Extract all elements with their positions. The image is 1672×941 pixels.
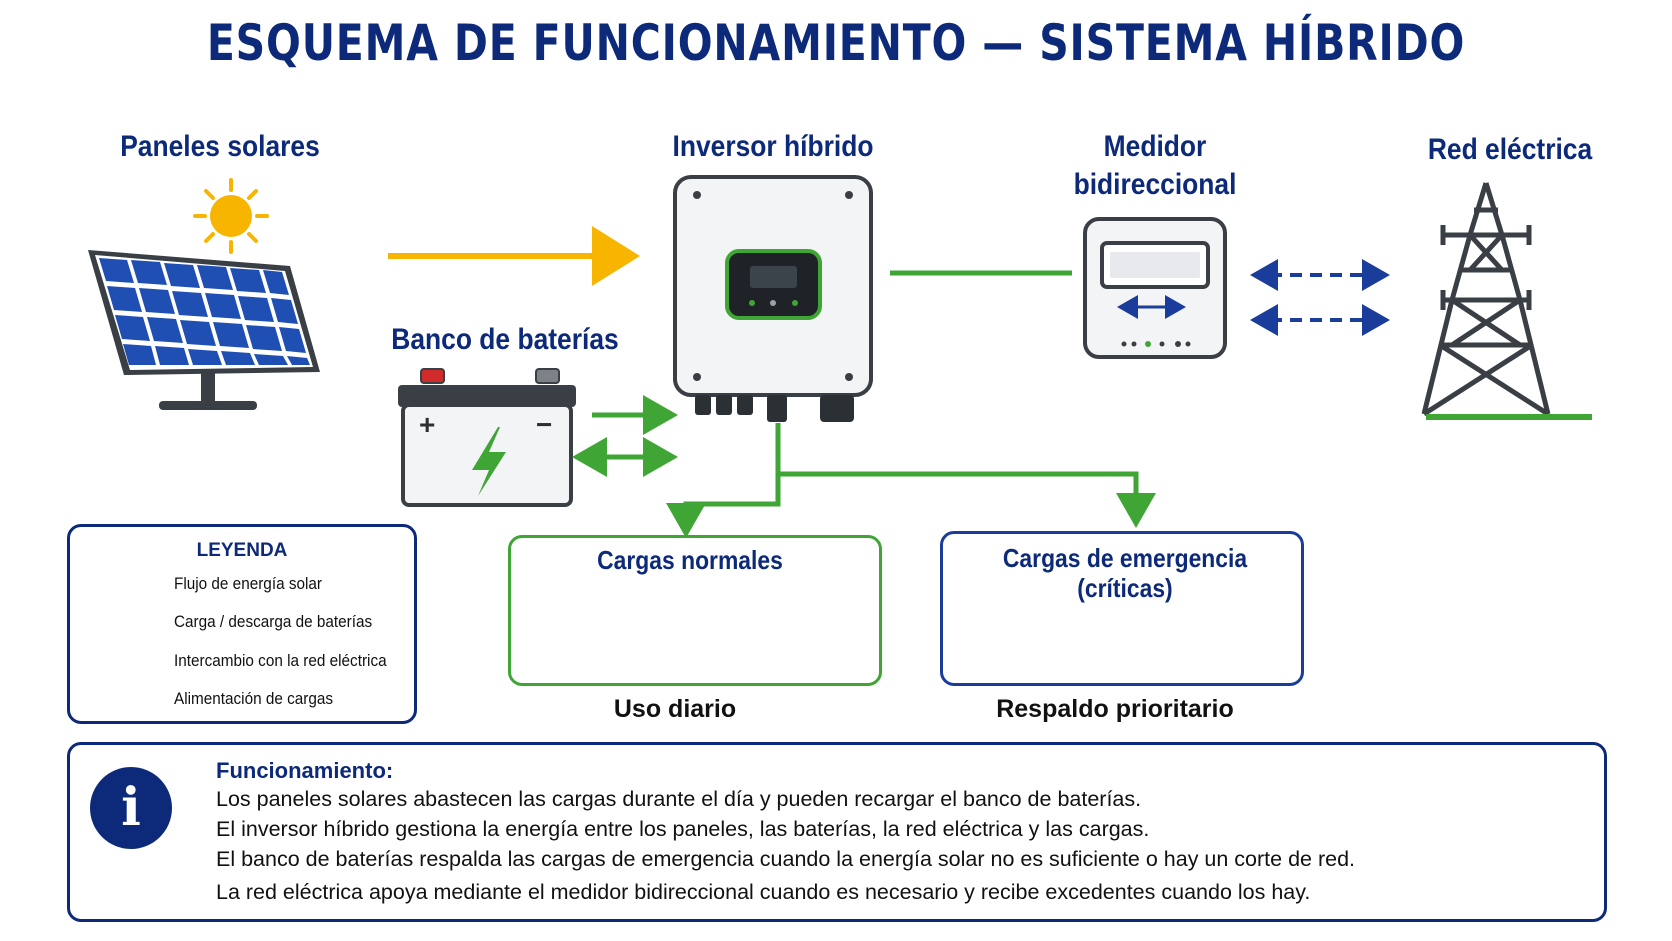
legend-item-solar: Flujo de energía solar — [174, 574, 322, 593]
info-icon: i — [90, 767, 172, 849]
info-line-4: La red eléctrica apoya mediante el medid… — [216, 880, 1311, 904]
normal-loads-box — [508, 535, 882, 686]
inverter-label: Inversor híbrido — [672, 130, 874, 163]
info-line-1: Los paneles solares abastecen las cargas… — [216, 787, 1142, 811]
meter-label-line1: Medidor — [1103, 130, 1207, 163]
battery-arrows — [572, 395, 678, 477]
emergency-loads-title-line2: (críticas) — [1077, 573, 1173, 603]
battery-icon — [398, 368, 576, 507]
legend-item-battery: Carga / descarga de baterías — [174, 612, 373, 631]
grid-exchange-arrows — [1250, 259, 1390, 336]
legend-box — [67, 524, 417, 724]
legend-title: LEYENDA — [196, 540, 288, 561]
sun-icon — [193, 178, 269, 254]
page-title: ESQUEMA DE FUNCIONAMIENTO — SISTEMA HÍBR… — [206, 14, 1466, 72]
transmission-tower-icon — [1421, 182, 1551, 417]
solar-panel-icon — [88, 250, 320, 410]
solar-label: Paneles solares — [120, 130, 320, 163]
load-feed-lines — [666, 423, 1156, 538]
inverter-icon — [673, 175, 873, 422]
meter-label-line2: bidireccional — [1073, 168, 1237, 201]
meter-icon — [1083, 217, 1227, 359]
info-box — [67, 742, 1607, 922]
battery-minus-sign: − — [536, 409, 553, 440]
info-line-2: El inversor híbrido gestiona la energía … — [216, 817, 1150, 841]
info-icon-glyph: i — [121, 777, 141, 838]
battery-label: Banco de baterías — [391, 323, 619, 356]
legend-item-loads: Alimentación de cargas — [174, 689, 334, 708]
legend-item-grid: Intercambio con la red eléctrica — [174, 651, 387, 670]
battery-plus-sign: + — [419, 409, 436, 440]
emergency-loads-caption: Respaldo prioritario — [996, 695, 1234, 723]
info-heading: Funcionamiento: — [216, 758, 394, 783]
emergency-loads-box — [940, 531, 1304, 686]
normal-loads-title: Cargas normales — [597, 545, 783, 575]
normal-loads-caption: Uso diario — [613, 695, 737, 723]
emergency-loads-title-line1: Cargas de emergencia — [1002, 543, 1248, 573]
info-line-3: El banco de baterías respalda las cargas… — [216, 847, 1356, 871]
grid-label: Red eléctrica — [1427, 133, 1593, 166]
